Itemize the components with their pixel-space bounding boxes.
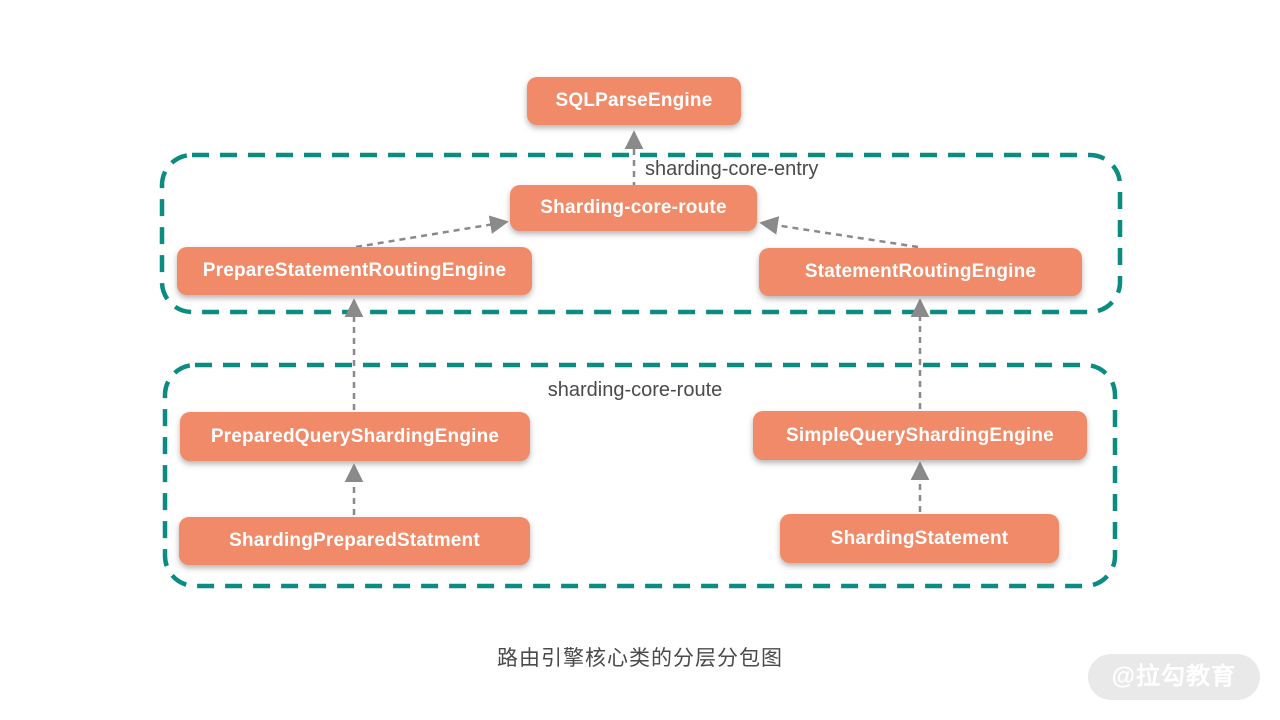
node-sharding-statement: ShardingStatement [780,514,1059,563]
package-box-sharding-core-route [162,362,1118,589]
node-prepare-statement-routing-engine: PrepareStatementRoutingEngine [177,247,532,295]
watermark-badge: @拉勾教育 [1087,654,1260,700]
node-sql-parse-engine: SQLParseEngine [527,77,741,125]
arrow-preparestmt-to-route [355,215,509,249]
node-prepared-query-sharding-engine: PreparedQueryShardingEngine [180,412,530,461]
diagram-caption: 路由引擎核心类的分层分包图 [497,647,783,670]
package-label-sharding-core-entry: sharding-core-entry [645,158,819,180]
node-statement-routing-engine: StatementRoutingEngine [759,248,1082,296]
node-sharding-core-route: Sharding-core-route [510,185,757,231]
package-box-sharding-core-entry [159,152,1123,315]
arrow-stmtrouting-to-route [759,216,919,249]
package-label-sharding-core-route: sharding-core-route [547,379,723,401]
node-simple-query-sharding-engine: SimpleQueryShardingEngine [753,411,1087,460]
node-sharding-prepared-statment: ShardingPreparedStatment [179,517,530,565]
